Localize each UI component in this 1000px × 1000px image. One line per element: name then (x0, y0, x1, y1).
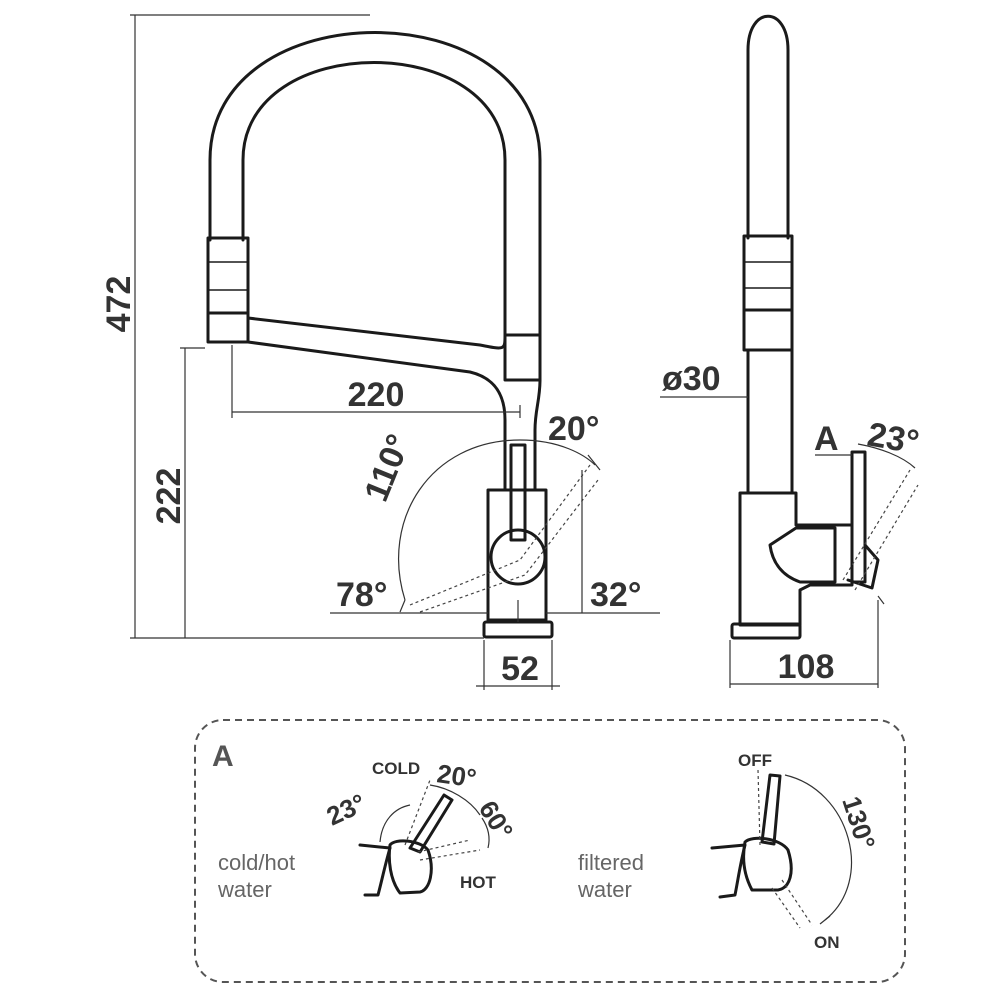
detail-a-panel: A COLD HOT 23° 20° 60° cold/hot water (194, 719, 906, 983)
angle-110-label: 110° (357, 429, 418, 507)
mixer-cold-label: COLD (372, 759, 420, 778)
front-lever (509, 443, 527, 542)
total-height-label: 472 (100, 276, 138, 333)
hose-diameter-label: ø30 (662, 360, 721, 398)
mixer-angle-23-label: 23° (322, 788, 370, 832)
mixer-angle-20-label: 20° (435, 758, 478, 793)
filter-caption-line1: filtered (578, 850, 644, 875)
angle-32-label: 32° (590, 576, 641, 614)
front-hose-collar (206, 236, 250, 315)
front-hose-holder (503, 333, 542, 382)
spout-height-label: 222 (150, 468, 188, 525)
front-spout-head (206, 311, 250, 344)
mixer-angle-60-label: 60° (473, 795, 519, 844)
detail-a-frame (194, 719, 906, 983)
front-base (482, 620, 554, 639)
filter-handle (742, 836, 793, 892)
side-collar-lower (742, 308, 794, 352)
filter-lever (760, 773, 782, 846)
detail-marker-label: A (814, 420, 839, 458)
side-angle-23-label: 23° (865, 415, 922, 461)
mixer-detail: COLD HOT 23° 20° 60° cold/hot water (217, 758, 519, 902)
mixer-lever (408, 793, 454, 854)
side-view: ø30 108 A 23° (660, 14, 922, 688)
front-hose-arch (208, 31, 542, 337)
front-view: 472 222 220 52 20° 110° 78° 32° (100, 14, 660, 690)
mixer-hot-label: HOT (460, 873, 497, 892)
filter-caption-line2: water (577, 877, 632, 902)
front-body (486, 488, 548, 622)
front-knob (489, 528, 547, 586)
side-depth-label: 108 (778, 648, 835, 686)
front-swing-arc (397, 439, 596, 601)
front-spout-arm (246, 316, 507, 350)
mixer-caption-line1: cold/hot (218, 850, 295, 875)
filter-off-label: OFF (738, 751, 772, 770)
detail-a-title: A (212, 740, 234, 773)
angle-20-label: 20° (548, 410, 599, 448)
mixer-handle (387, 839, 433, 895)
side-base (730, 622, 802, 640)
spout-reach-label: 220 (348, 376, 405, 414)
filter-on-label: ON (814, 933, 840, 952)
base-diameter-label: 52 (501, 650, 539, 688)
mixer-caption-line2: water (217, 877, 272, 902)
angle-78-label: 78° (336, 576, 387, 614)
filter-detail: OFF ON 130° filtered water (577, 751, 881, 952)
side-hose (746, 14, 790, 240)
side-collar-upper (742, 234, 794, 312)
side-handle (768, 526, 837, 584)
